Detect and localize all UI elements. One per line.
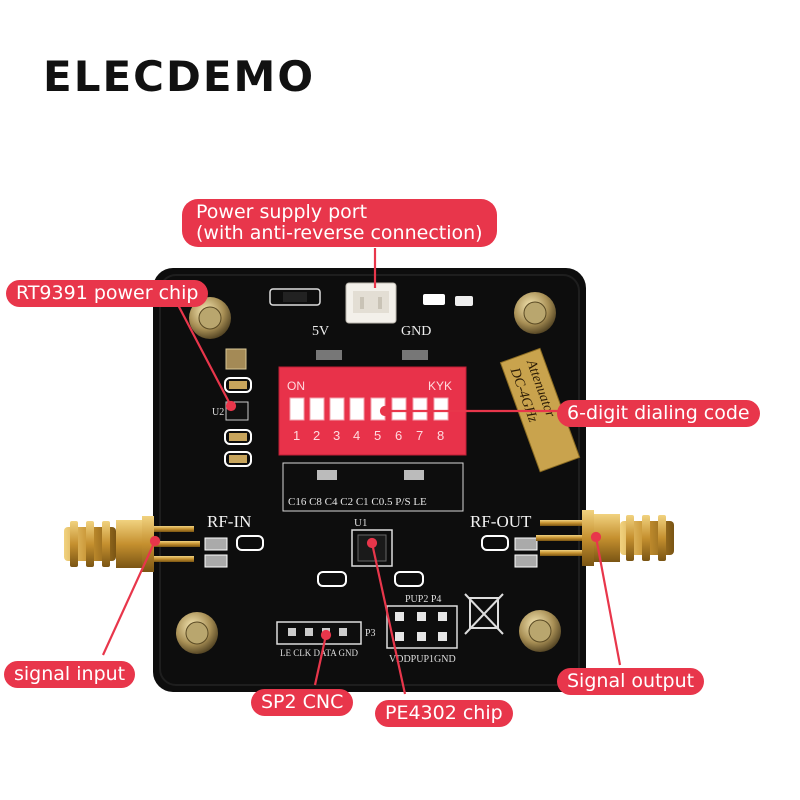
callout-sp2: SP2 CNC: [251, 689, 354, 716]
brand-title: ELECDEMO: [43, 52, 316, 101]
dip-on-label: ON: [287, 379, 305, 393]
dip-number: 3: [333, 428, 340, 443]
dip-number: 5: [374, 428, 381, 443]
gnd-label: GND: [401, 324, 431, 339]
u2-label: U2: [212, 407, 224, 418]
callout-signal-input: signal input: [4, 661, 136, 688]
screw-top-left: [189, 297, 231, 339]
bit-labels: C16 C8 C4 C2 C1 C0.5 P/S LE: [288, 496, 427, 508]
dip-brand-label: KYK: [428, 379, 452, 393]
rf-out-label: RF-OUT: [470, 512, 532, 531]
jumper-bottom-label: VDDPUP1GND: [389, 654, 456, 665]
u1-label: U1: [354, 517, 367, 529]
callout-power-port-line1: Power supply port: [196, 201, 368, 223]
callout-dialing-code: 6-digit dialing code: [557, 400, 760, 427]
jumper-block: [386, 605, 458, 649]
callout-power-chip: RT9391 power chip: [6, 280, 209, 307]
5v-label: 5V: [312, 324, 329, 339]
rf-in-label: RF-IN: [207, 512, 251, 531]
screw-top-right: [514, 292, 556, 334]
screw-bottom-left: [176, 612, 218, 654]
callout-signal-output: Signal output: [557, 668, 705, 695]
weee-bin-icon: [464, 593, 504, 635]
power-connector: [345, 282, 397, 324]
dip-number: 2: [313, 428, 320, 443]
callout-power-port-line2: (with anti-reverse connection): [196, 222, 483, 244]
dip-number: 4: [353, 428, 360, 443]
sma-connector-right: [536, 510, 674, 566]
jumper-top-label: PUP2 P4: [405, 594, 441, 605]
sma-connector-left: [64, 516, 200, 572]
dip-number: 1: [293, 428, 300, 443]
p3-label: P3: [365, 628, 376, 639]
dip-number: 8: [437, 428, 444, 443]
pcb-board: [153, 268, 586, 692]
dip-switch: [278, 366, 467, 456]
dip-number: 7: [416, 428, 423, 443]
callout-pe-chip: PE4302 chip: [375, 700, 513, 727]
dip-number: 6: [395, 428, 402, 443]
callout-power-port: Power supply port (with anti-reverse con…: [182, 199, 497, 247]
header-pins-label: LE CLK DATA GND: [280, 648, 359, 658]
screw-bottom-right: [519, 610, 561, 652]
